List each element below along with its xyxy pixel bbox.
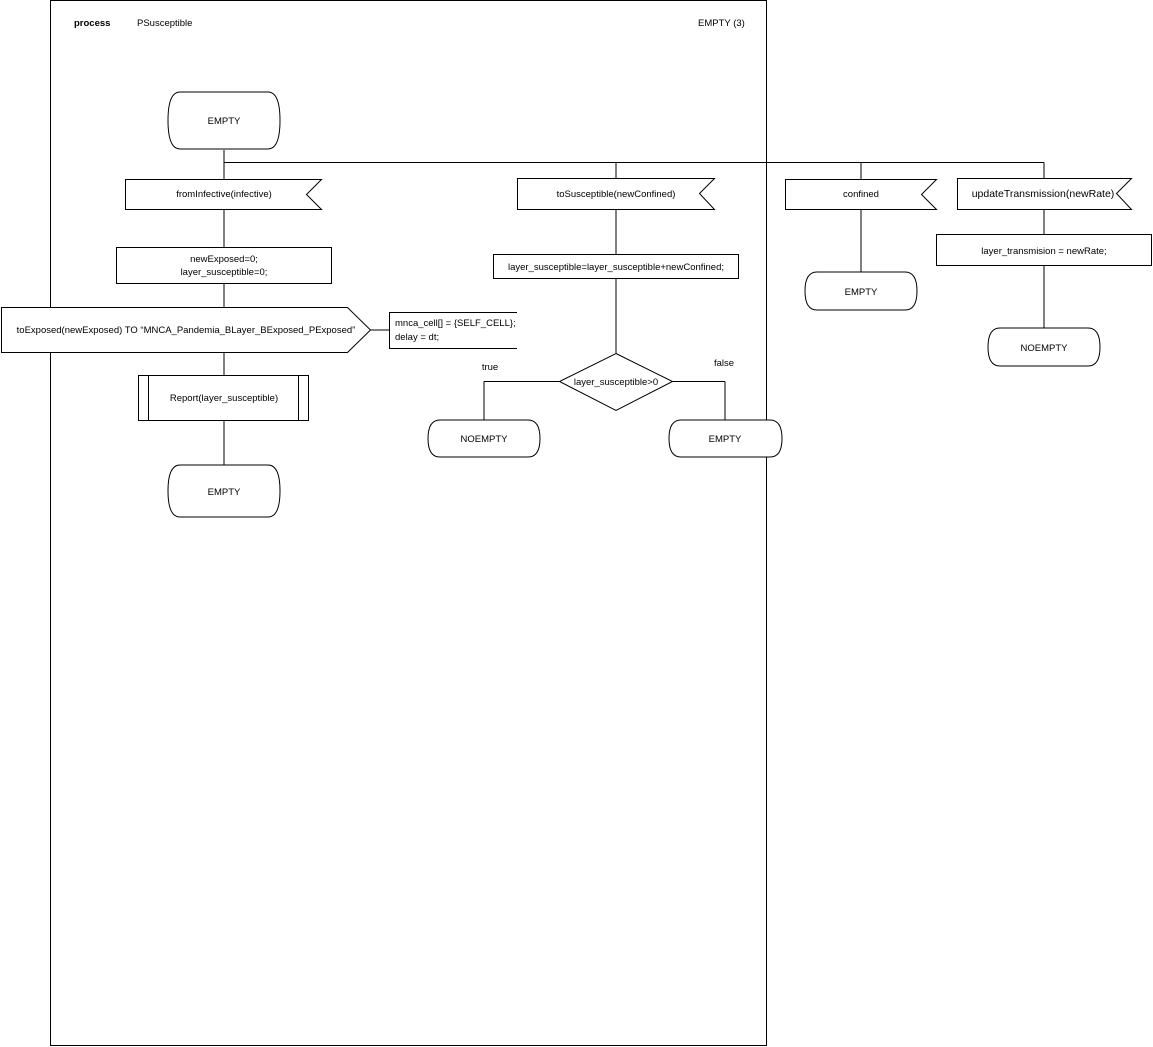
process-name: PSusceptible <box>137 18 192 29</box>
task-add-confined-label: layer_susceptible=layer_susceptible+newC… <box>508 262 724 273</box>
state-after-report: EMPTY <box>167 464 281 518</box>
input-signal-to-susceptible-label: toSusceptible(newConfined) <box>557 189 676 200</box>
task-set-transmission-label: layer_transmision = newRate; <box>981 246 1106 257</box>
decision-true-label: true <box>482 362 498 373</box>
task-initialize: newExposed=0; layer_susceptible=0; <box>116 247 332 284</box>
state-after-confined-label: EMPTY <box>845 287 878 298</box>
input-signal-confined-label: confined <box>843 189 879 200</box>
output-signal-to-exposed: toExposed(newExposed) TO “MNCA_Pandemia_… <box>1 307 372 353</box>
decision-layer-susceptible: layer_susceptible>0 <box>558 352 674 412</box>
process-keyword: process <box>74 18 110 29</box>
decision-condition: layer_susceptible>0 <box>574 377 658 388</box>
connector-lines <box>223 150 1045 465</box>
input-signal-to-susceptible: toSusceptible(newConfined) <box>517 178 716 210</box>
task-initialize-line2: layer_susceptible=0; <box>181 267 268 278</box>
state-start: EMPTY <box>167 91 281 150</box>
input-signal-confined: confined <box>785 179 938 210</box>
decision-false-label: false <box>714 358 734 369</box>
output-comment-line2: delay = dt; <box>395 332 439 343</box>
state-after-confined: EMPTY <box>804 271 918 311</box>
page-frame <box>50 0 767 1046</box>
state-branch-true-label: NOEMPTY <box>461 434 509 445</box>
state-after-update: NOEMPTY <box>987 327 1101 367</box>
output-comment-line1: mnca_cell[] = {SELF_CELL}; <box>395 318 516 329</box>
state-after-report-label: EMPTY <box>208 487 241 498</box>
procedure-call-report: Report(layer_susceptible) <box>138 375 309 421</box>
task-initialize-line1: newExposed=0; <box>190 254 258 265</box>
state-branch-false: EMPTY <box>668 419 783 458</box>
input-signal-from-infective: fromInfective(infective) <box>125 179 323 210</box>
state-start-label: EMPTY <box>208 116 241 127</box>
input-signal-from-infective-label: fromInfective(infective) <box>176 189 272 200</box>
state-after-update-label: NOEMPTY <box>1021 343 1069 354</box>
page-label: EMPTY (3) <box>698 18 745 29</box>
state-branch-false-label: EMPTY <box>709 434 742 445</box>
input-signal-update-transmission: updateTransmission(newRate) <box>957 178 1133 210</box>
input-signal-update-transmission-label: updateTransmission(newRate) <box>972 188 1115 200</box>
task-set-transmission: layer_transmision = newRate; <box>936 234 1152 266</box>
task-add-confined: layer_susceptible=layer_susceptible+newC… <box>493 254 739 279</box>
procedure-call-report-label: Report(layer_susceptible) <box>170 393 278 404</box>
output-signal-to-exposed-label: toExposed(newExposed) TO “MNCA_Pandemia_… <box>17 325 356 336</box>
state-branch-true: NOEMPTY <box>427 419 541 458</box>
output-comment: mnca_cell[] = {SELF_CELL}; delay = dt; <box>389 312 517 349</box>
